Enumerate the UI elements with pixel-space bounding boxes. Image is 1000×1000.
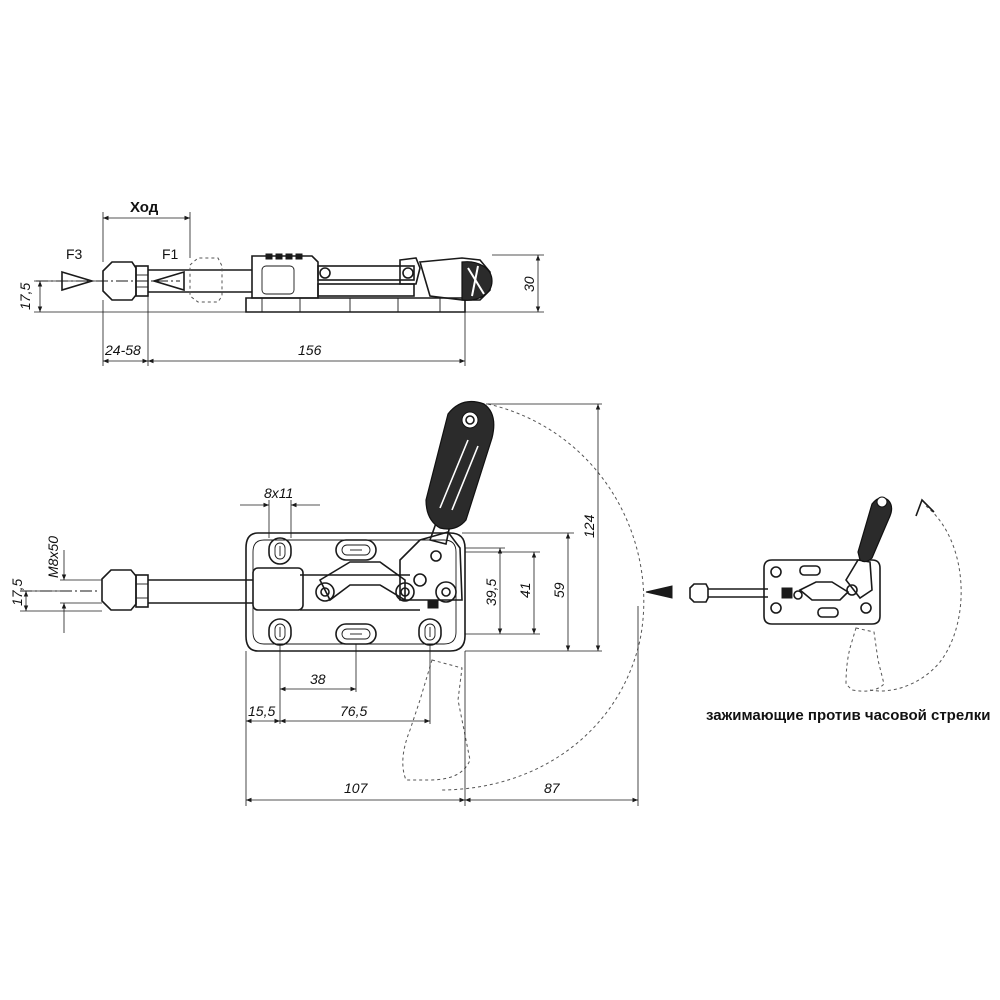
linkage <box>317 265 415 281</box>
mounting-slot <box>335 623 377 645</box>
small-body <box>763 559 881 625</box>
small-view: зажимающие против часовой стрелки <box>689 496 990 724</box>
rotation-arrow <box>869 505 962 692</box>
mounting-slot <box>268 537 292 565</box>
force-arrow-f1 <box>151 270 185 292</box>
base-plate <box>245 297 466 313</box>
force-label-f1: F1 <box>162 246 179 262</box>
mounting-slot <box>418 618 442 646</box>
plunger-tip <box>101 569 137 611</box>
dim-59: 59 <box>551 582 567 598</box>
dim-front-17-5: 17,5 <box>9 579 25 606</box>
dim-87: 87 <box>544 780 561 796</box>
small-handle-ghost <box>845 627 885 692</box>
small-handle <box>857 497 893 563</box>
extended-tip-ghost <box>189 257 223 303</box>
dim-38: 38 <box>310 671 326 687</box>
stroke-label: Ход <box>130 199 159 216</box>
body-plate <box>245 532 466 652</box>
dim-15-5: 15,5 <box>248 703 275 719</box>
dim-top-17-5: 17,5 <box>17 283 33 310</box>
handle-ghost <box>402 659 471 781</box>
dim-124: 124 <box>581 514 597 538</box>
pivot-pin <box>315 582 335 602</box>
mounting-slot <box>335 539 377 561</box>
linkage-arm <box>318 561 406 602</box>
dim-41: 41 <box>517 582 533 598</box>
dim-8x11: 8x11 <box>264 485 293 501</box>
handle-grip <box>425 401 495 530</box>
pivot-pin <box>395 582 415 602</box>
top-view: F3 F1 Ход 17,5 30 24-58 156 <box>17 199 544 366</box>
dim-39-5: 39,5 <box>483 579 499 606</box>
front-view: 8x11 M8x50 17,5 39,5 41 59 124 <box>9 401 673 806</box>
dim-24-58: 24-58 <box>104 342 141 358</box>
dim-156: 156 <box>298 342 322 358</box>
rotation-caption: зажимающие против часовой стрелки <box>706 707 990 724</box>
pivot-pin <box>435 581 457 603</box>
dim-top-30: 30 <box>521 276 537 292</box>
dim-76-5: 76,5 <box>340 703 367 719</box>
dim-107: 107 <box>344 780 369 796</box>
force-label-f3: F3 <box>66 246 83 262</box>
force-arrow <box>645 585 673 599</box>
dim-m8x50: M8x50 <box>45 536 61 578</box>
mounting-slot <box>268 618 292 646</box>
